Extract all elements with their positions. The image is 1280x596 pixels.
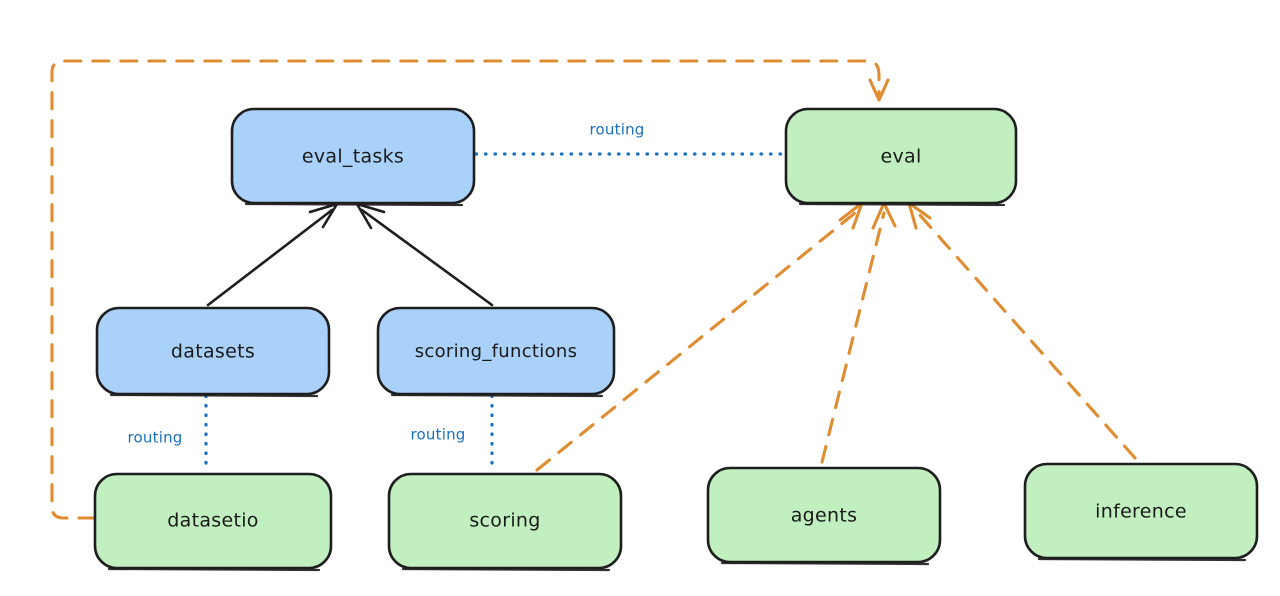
edge-eval-tasks-eval: routing (474, 121, 786, 156)
node-agents-label: agents (791, 505, 858, 527)
node-agents[interactable]: agents (706, 466, 942, 566)
edge-datasets-eval-tasks (206, 202, 339, 307)
node-eval-tasks[interactable]: eval_tasks (230, 107, 476, 207)
node-datasets-label: datasets (171, 341, 255, 363)
node-agents-shape (706, 466, 942, 564)
node-datasets-shape (95, 306, 331, 396)
node-eval-tasks-label: eval_tasks (302, 146, 404, 168)
node-eval[interactable]: eval (784, 107, 1018, 207)
node-datasetio-label: datasetio (167, 510, 258, 532)
node-scoring-label: scoring (469, 510, 540, 532)
node-eval-label: eval (880, 146, 921, 168)
node-eval-shape (784, 107, 1018, 205)
edge-label-routing-eval: routing (590, 121, 645, 139)
edge-label-routing-scoring: routing (411, 426, 466, 444)
node-eval-tasks-shape (230, 107, 476, 205)
node-inference[interactable]: inference (1023, 462, 1259, 562)
node-scoring-functions-shape (376, 306, 616, 396)
edge-scoring-functions-eval-tasks (355, 202, 494, 307)
edge-inference-eval (907, 201, 1137, 460)
node-datasetio[interactable]: datasetio (93, 472, 333, 572)
node-scoring[interactable]: scoring (387, 472, 623, 572)
node-scoring-functions[interactable]: scoring_functions (376, 306, 616, 398)
node-inference-shape (1023, 462, 1259, 560)
edge-scoring-functions-scoring: routing (411, 394, 494, 474)
edge-datasets-datasetio: routing (128, 394, 208, 474)
node-datasets[interactable]: datasets (95, 306, 331, 398)
node-inference-label: inference (1095, 501, 1187, 523)
node-scoring-functions-label: scoring_functions (415, 341, 578, 362)
node-datasetio-shape (93, 472, 333, 570)
edge-datasetio-eval (50, 59, 890, 520)
edge-label-routing-datasetio: routing (128, 429, 183, 447)
edge-agents-eval (820, 201, 897, 464)
node-scoring-shape (387, 472, 623, 570)
